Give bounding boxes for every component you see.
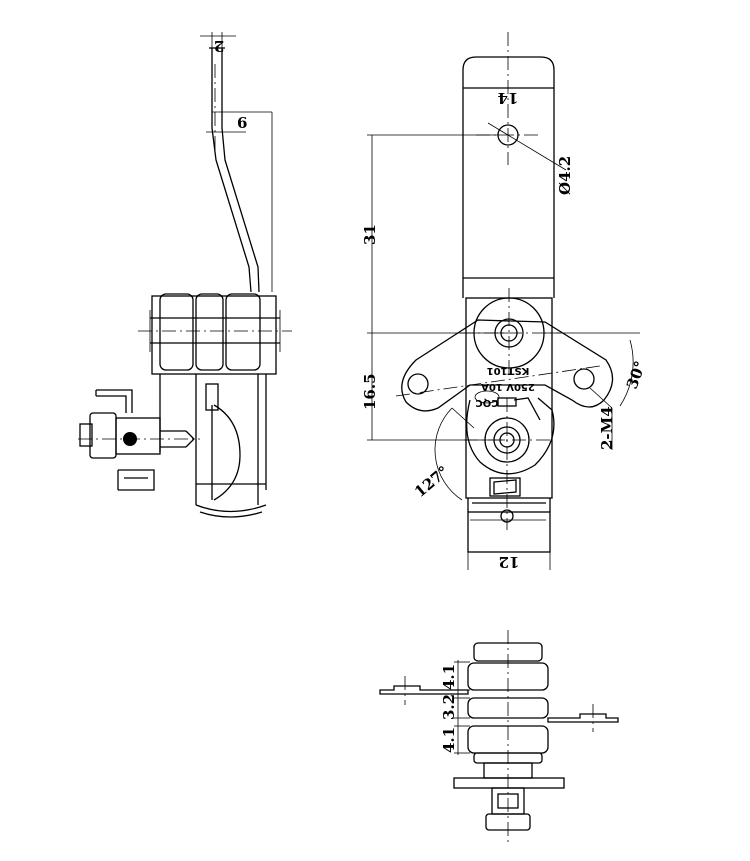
bottom-view: 4.1 3.2 4.1 [379, 630, 619, 845]
dim-mount-holes: 2-M4 [598, 406, 616, 450]
model-label: KST101 [487, 365, 530, 376]
dim-center-distance: 16.5 [361, 373, 379, 410]
dim-rotation-angle: 127° [411, 462, 452, 501]
dim-side-thickness: 2 [214, 37, 224, 55]
right-mount-hole [573, 368, 595, 390]
dim-stack-1: 4.1 [440, 664, 458, 690]
side-view: 2 6 [78, 32, 292, 518]
svg-text:CQC: CQC [475, 397, 498, 408]
dim-side-offset: 6 [237, 114, 247, 132]
cqc-logo: CQC [474, 390, 500, 408]
dim-base-width: 12 [499, 553, 520, 571]
dim-flange-angle: 30° [623, 359, 650, 392]
front-view: 14 Ø4.2 31 16.5 [361, 32, 649, 571]
dim-stack-3: 4.1 [440, 727, 458, 753]
left-mount-hole [407, 373, 429, 395]
rating-label: 250V 10A [481, 381, 535, 392]
dim-vertical-length: 31 [361, 224, 379, 245]
dim-stack-2: 3.2 [440, 694, 458, 720]
dim-hole-diameter: Ø4.2 [556, 156, 574, 195]
